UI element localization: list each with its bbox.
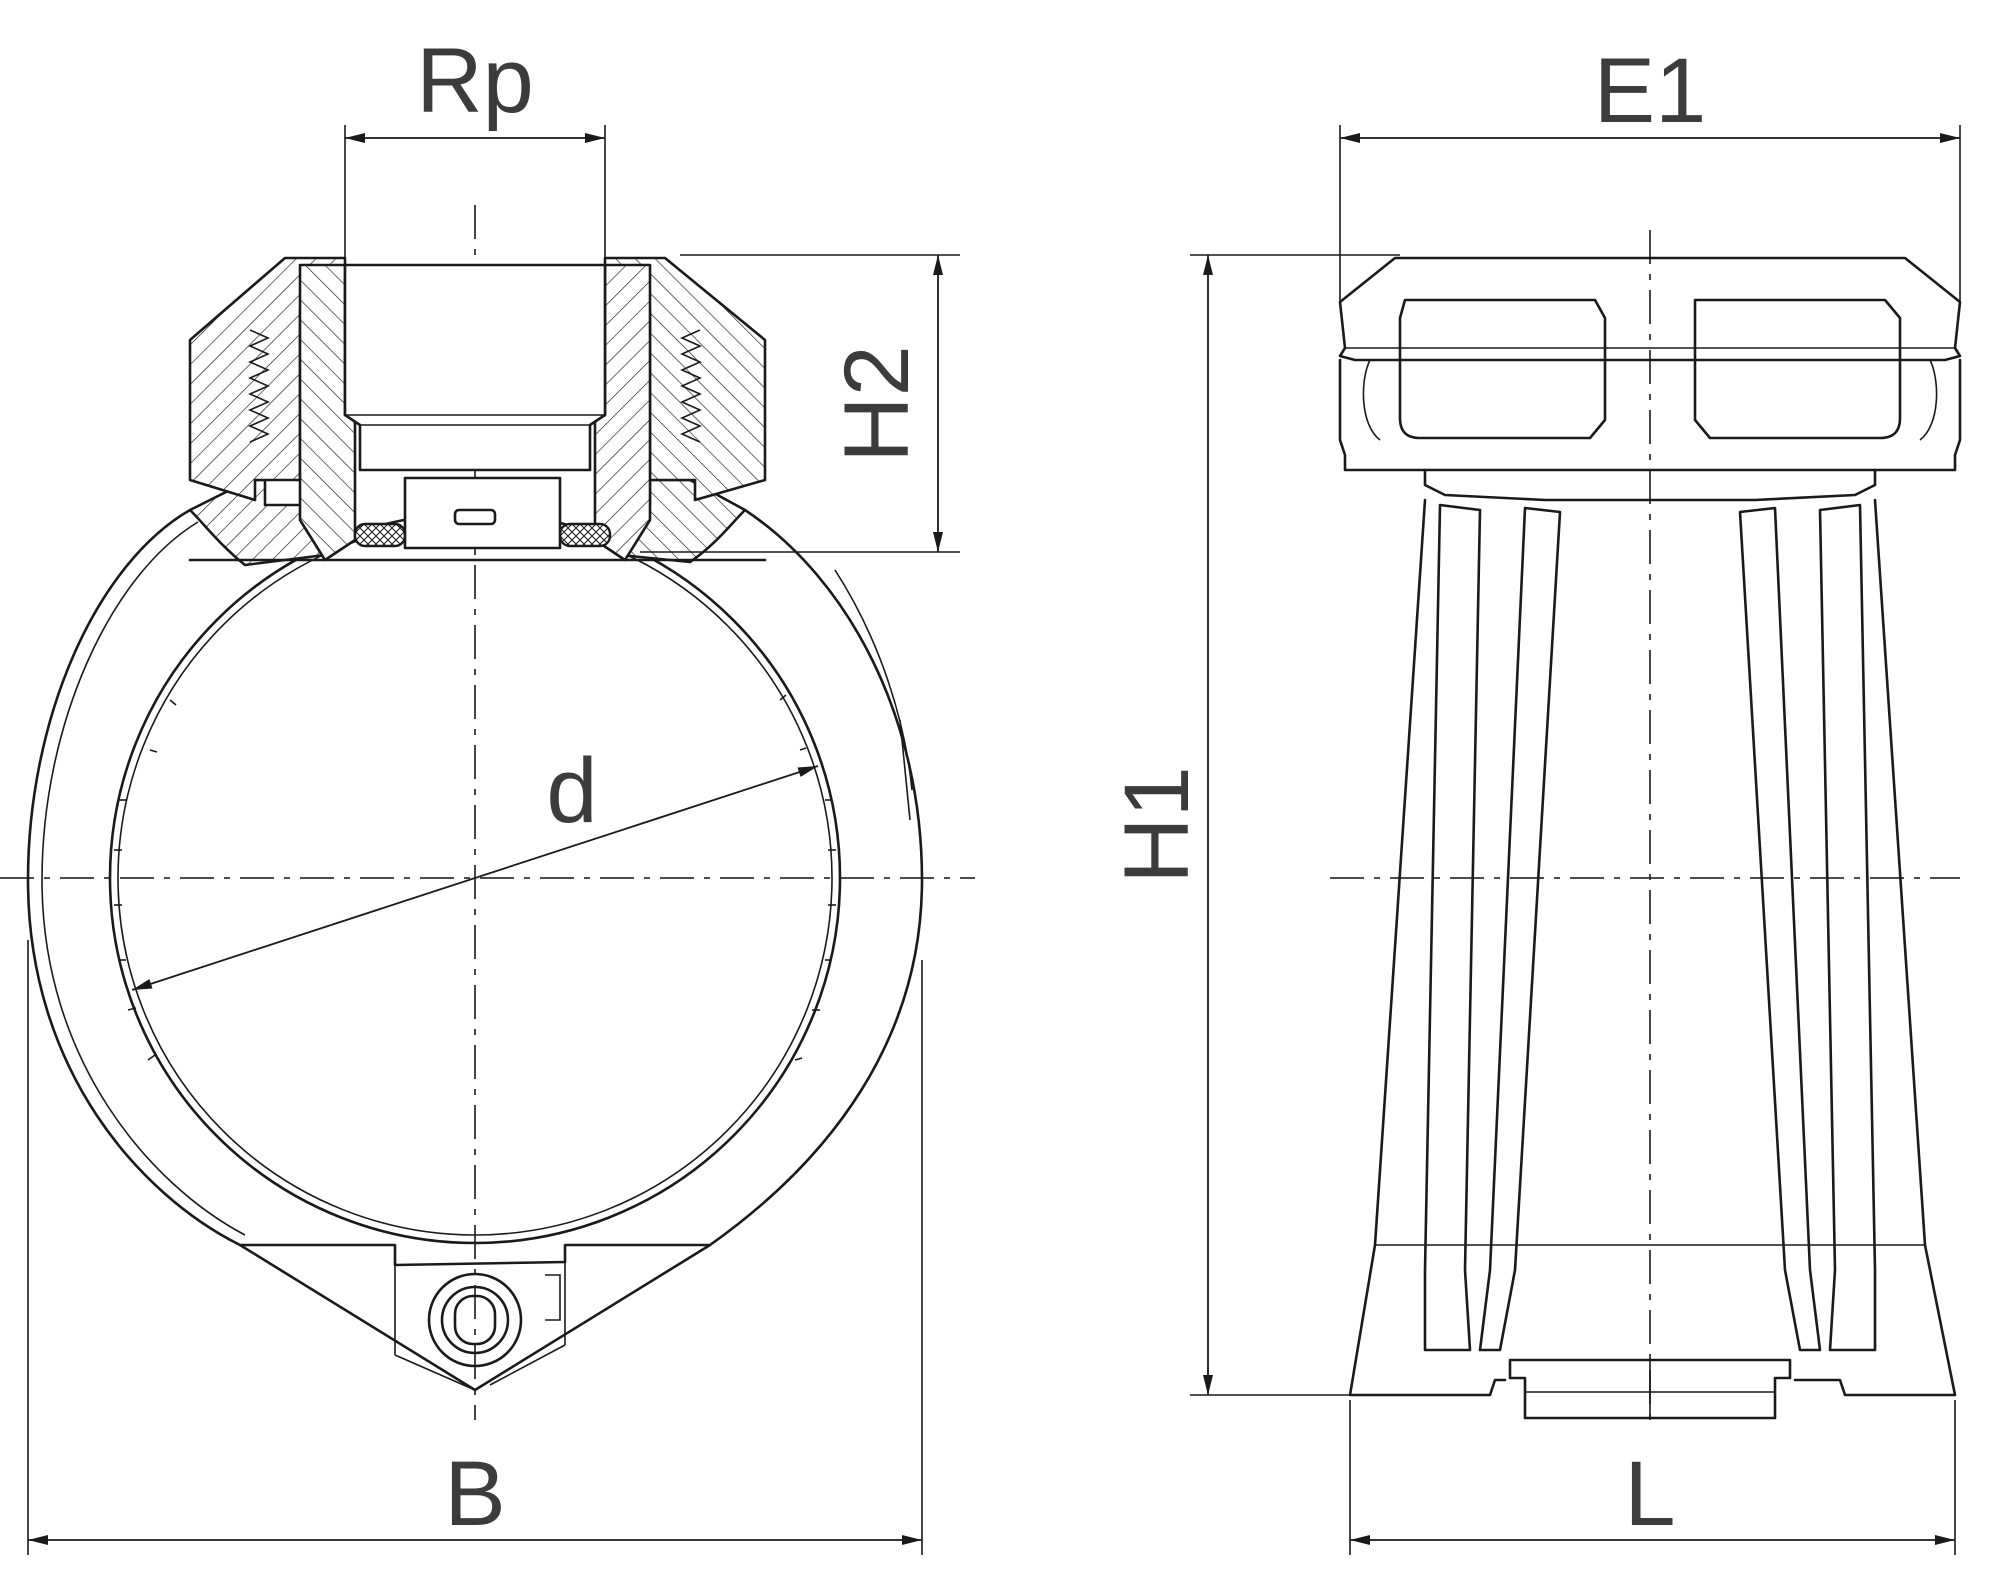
dimension-b: B xyxy=(27,940,923,1555)
dimension-label-rp: Rp xyxy=(416,30,534,132)
dimension-label-d: d xyxy=(546,740,597,842)
side-view xyxy=(1330,230,1962,1420)
dimension-h1: H1 xyxy=(1106,254,1400,1396)
neck xyxy=(1423,468,1877,502)
leg-right-inner xyxy=(1738,506,1822,1352)
body-outer-right xyxy=(1793,498,1957,1397)
bolt-housing xyxy=(1508,1358,1792,1420)
saddle-top xyxy=(188,478,327,567)
grip-teeth xyxy=(114,694,836,1061)
dimension-label-b: B xyxy=(444,1443,505,1545)
cap-skirt-right-curve xyxy=(1919,359,1938,441)
dimension-d: d xyxy=(131,740,819,991)
bolt-head-outer xyxy=(427,1272,523,1368)
clamp-ribs-right xyxy=(834,569,913,821)
dimension-h2: H2 xyxy=(640,254,960,553)
threads-right xyxy=(680,329,702,443)
cap-top xyxy=(1338,256,1962,362)
leg-left-inner xyxy=(1478,506,1562,1352)
leg-right-outer xyxy=(1818,503,1877,1352)
bolt-head-inner xyxy=(440,1285,510,1355)
hinge-plate-lower xyxy=(394,1262,566,1391)
hinge-pin-lug xyxy=(545,1274,561,1321)
hinge-plate xyxy=(238,1243,712,1267)
dimension-l: L xyxy=(1349,1400,1956,1555)
seal-right xyxy=(558,522,612,548)
dimension-label-e1: E1 xyxy=(1594,40,1707,142)
cap-grip-left xyxy=(1398,298,1607,440)
cap-grip-right xyxy=(1693,298,1902,440)
dimension-label-l: L xyxy=(1624,1443,1675,1545)
rp-port xyxy=(343,263,607,472)
cap-skirt xyxy=(1338,358,1962,472)
section-view xyxy=(0,205,975,1420)
leg-left-outer xyxy=(1423,503,1482,1352)
dimension-e1: E1 xyxy=(1339,40,1961,302)
bolt-slot xyxy=(453,1294,497,1346)
threads-left xyxy=(248,329,270,443)
dimension-label-h2: H2 xyxy=(826,345,928,463)
body-outer-left xyxy=(1348,498,1507,1397)
dimension-rp: Rp xyxy=(344,30,606,265)
seal-left xyxy=(353,522,407,548)
cap-skirt-left-curve xyxy=(1362,359,1381,441)
cutter-nub xyxy=(453,508,497,526)
dimension-label-h1: H1 xyxy=(1106,766,1208,884)
clamp-outer-contour-inner-edge xyxy=(41,521,246,1236)
